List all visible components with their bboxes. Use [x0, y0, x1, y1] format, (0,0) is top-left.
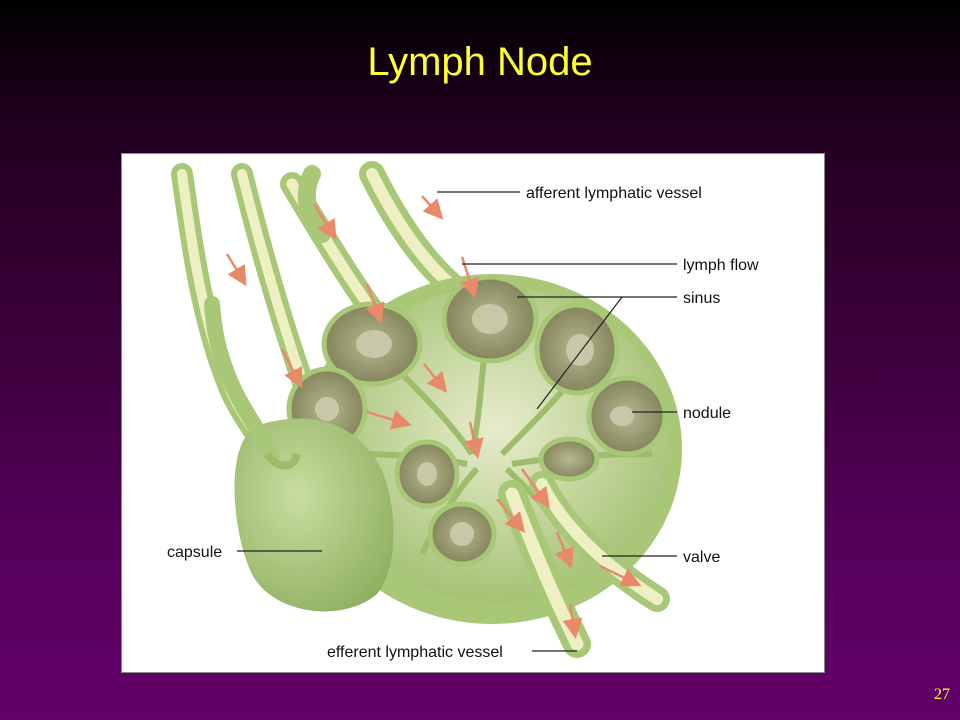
- label-efferent-lymphatic-vessel: efferent lymphatic vessel: [327, 644, 503, 661]
- label-lymph-flow: lymph flow: [683, 257, 759, 274]
- figure-panel: afferent lymphatic vessel lymph flow sin…: [121, 153, 825, 673]
- page-number: 27: [934, 686, 950, 703]
- label-nodule: nodule: [683, 405, 731, 422]
- capsule-lobe: [234, 418, 394, 612]
- label-sinus: sinus: [683, 290, 720, 307]
- label-afferent-lymphatic-vessel: afferent lymphatic vessel: [526, 185, 702, 202]
- leader-lines: [237, 191, 677, 652]
- slide-title: Lymph Node: [367, 40, 593, 84]
- lymph-node-illustration: afferent lymphatic vessel lymph flow sin…: [167, 161, 759, 661]
- lymph-flow-arrows: [225, 195, 642, 639]
- label-valve: valve: [683, 549, 720, 566]
- label-capsule: capsule: [167, 544, 222, 561]
